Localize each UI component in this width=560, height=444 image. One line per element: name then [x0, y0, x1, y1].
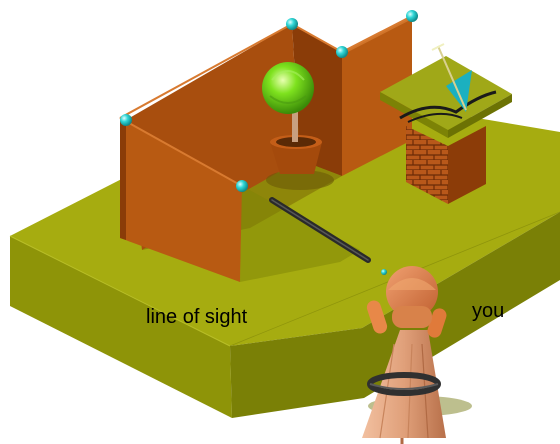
vertex-marker [120, 114, 132, 126]
you-label: you [472, 300, 504, 323]
vertex-marker [406, 10, 418, 22]
line-of-sight-label: line of sight [146, 306, 247, 329]
vertex-marker [236, 180, 248, 192]
vertex-marker [336, 46, 348, 58]
vertex-marker [381, 269, 387, 275]
vertex-marker [286, 18, 298, 30]
